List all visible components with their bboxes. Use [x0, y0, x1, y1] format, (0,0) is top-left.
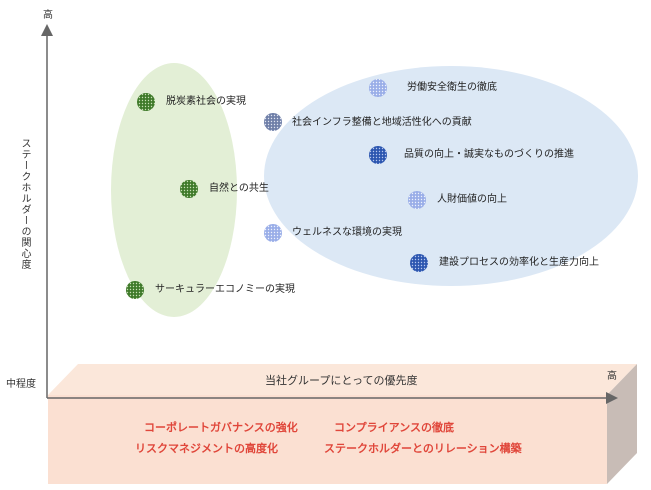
dot-circular [126, 281, 144, 299]
y-axis-high-label: 高 [43, 10, 53, 21]
label-talent: 人財価値の向上 [437, 194, 507, 205]
base-item-stakeholder: ステークホルダーとのリレーション構築 [324, 442, 522, 455]
social-group-ellipse [264, 66, 638, 286]
base-item-compliance: コンプライアンスの徹底 [334, 421, 455, 434]
base-item-governance: コーポレートガバナンスの強化 [144, 421, 298, 434]
dot-wellness [264, 224, 282, 242]
dot-infrastructure [264, 113, 282, 131]
label-quality: 品質の向上・誠実なものづくりの推進 [404, 149, 574, 160]
label-safety: 労働安全衛生の徹底 [407, 82, 497, 93]
base-item-risk: リスクマネジメントの高度化 [135, 442, 278, 455]
label-circular: サーキュラーエコノミーの実現 [155, 284, 295, 295]
y-axis-title: ステークホルダーの関心度 [19, 138, 30, 270]
label-wellness: ウェルネスな環境の実現 [292, 227, 402, 238]
label-decarbonization: 脱炭素社会の実現 [166, 96, 246, 107]
base-platform-front [48, 395, 607, 484]
dot-decarbonization [137, 93, 155, 111]
dot-talent [408, 191, 426, 209]
base-platform-top [48, 364, 637, 395]
label-efficiency: 建設プロセスの効率化と生産力向上 [439, 257, 599, 268]
dot-nature [180, 180, 198, 198]
dot-quality [369, 146, 387, 164]
dot-safety [369, 79, 387, 97]
label-nature: 自然との共生 [209, 183, 269, 194]
environment-group-ellipse [111, 63, 237, 317]
x-axis-title: 当社グループにとっての優先度 [265, 374, 418, 387]
dot-efficiency [410, 254, 428, 272]
x-axis-high-label: 高 [607, 371, 617, 382]
label-infrastructure: 社会インフラ整備と地域活性化への貢献 [292, 117, 472, 128]
y-axis-mid-label: 中程度 [6, 379, 36, 390]
